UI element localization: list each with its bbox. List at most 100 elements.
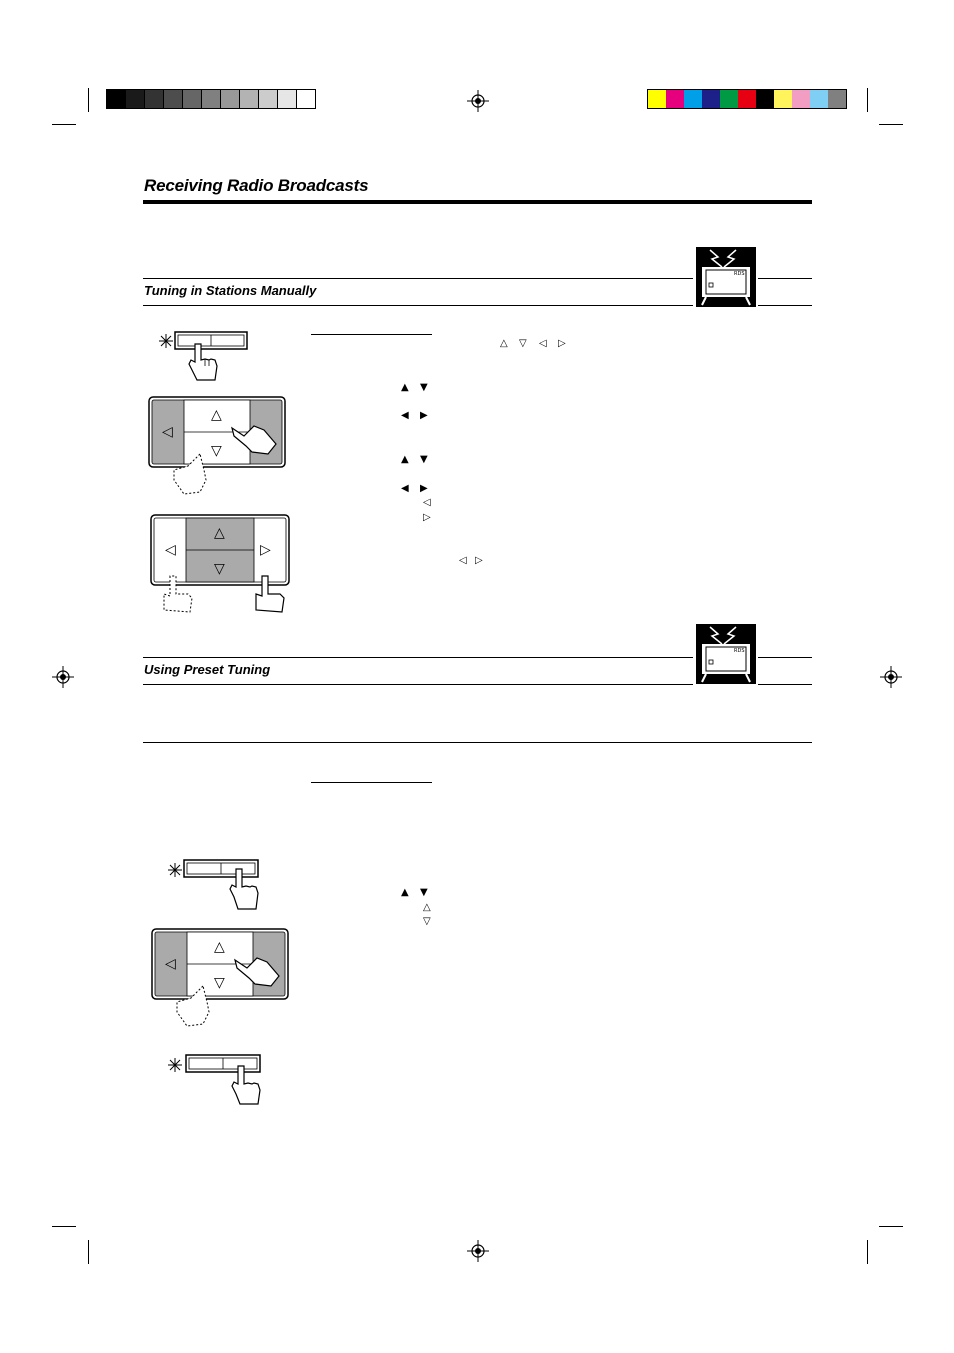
pointing-hand-icon bbox=[176, 985, 210, 1027]
section-rule-bottom bbox=[143, 305, 693, 306]
color-swatch bbox=[648, 90, 666, 108]
right-arrow-icon: ▷ bbox=[423, 512, 431, 523]
left-arrow-icon: ◀ bbox=[401, 483, 409, 494]
svg-text:RDS: RDS bbox=[734, 271, 745, 277]
crop-mark-tl-v bbox=[88, 88, 89, 112]
remote-display-icon: RDS bbox=[696, 247, 756, 307]
title-rule bbox=[143, 200, 812, 204]
remote-display-icon: RDS bbox=[696, 624, 756, 684]
gray-swatch bbox=[144, 90, 163, 108]
left-arrow-icon: ◁ bbox=[459, 555, 467, 566]
section-heading-preset-tuning: Using Preset Tuning bbox=[144, 662, 271, 677]
right-arrow-icon: ▷ bbox=[475, 555, 483, 566]
color-swatch bbox=[684, 90, 702, 108]
crop-mark-bl-h bbox=[52, 1226, 76, 1227]
crop-mark-tr-v bbox=[867, 88, 868, 112]
svg-text:▽: ▽ bbox=[211, 443, 222, 459]
left-arrow-icon: ◁ bbox=[539, 338, 547, 349]
gray-swatch bbox=[125, 90, 144, 108]
multi-control-pad-illustration: △ ▽ ◁ ▷ bbox=[150, 514, 290, 613]
svg-text:◁: ◁ bbox=[165, 956, 176, 972]
pointing-hand-icon bbox=[163, 575, 193, 613]
down-arrow-icon: ▼ bbox=[420, 382, 428, 393]
step-rule bbox=[311, 782, 432, 783]
color-swatch bbox=[666, 90, 684, 108]
memory-button-illustration bbox=[168, 859, 259, 910]
page-title: Receiving Radio Broadcasts bbox=[144, 176, 369, 195]
crop-mark-br-v bbox=[867, 1240, 868, 1264]
gray-swatch bbox=[258, 90, 277, 108]
pointing-hand-icon bbox=[255, 575, 285, 613]
sparkle-icon bbox=[168, 1058, 182, 1072]
color-swatch bbox=[720, 90, 738, 108]
svg-text:▷: ▷ bbox=[260, 542, 271, 558]
gray-swatch bbox=[201, 90, 220, 108]
sparkle-icon bbox=[168, 863, 182, 877]
pointing-hand-icon bbox=[231, 1065, 261, 1105]
gray-swatch bbox=[239, 90, 258, 108]
up-arrow-icon: △ bbox=[500, 338, 508, 349]
right-arrow-icon: ▶ bbox=[420, 483, 428, 494]
color-swatch bbox=[792, 90, 810, 108]
svg-text:△: △ bbox=[214, 525, 225, 541]
sparkle-icon bbox=[159, 334, 173, 348]
up-arrow-icon: ▲ bbox=[401, 887, 409, 898]
gray-swatch bbox=[107, 90, 125, 108]
pointing-hand-icon bbox=[231, 425, 277, 455]
memory-button-illustration bbox=[168, 1054, 261, 1105]
section-rule-bottom-right bbox=[758, 305, 812, 306]
registration-mark-icon bbox=[467, 1240, 489, 1262]
registration-mark-icon bbox=[52, 666, 74, 688]
color-swatch bbox=[828, 90, 846, 108]
section-rule-top-right bbox=[758, 657, 812, 658]
down-arrow-icon: ▽ bbox=[423, 916, 431, 927]
left-arrow-icon: ◁ bbox=[423, 497, 431, 508]
svg-text:△: △ bbox=[211, 407, 222, 423]
left-arrow-icon: ◀ bbox=[401, 410, 409, 421]
crop-mark-tl-h bbox=[52, 124, 76, 125]
pointing-hand-icon bbox=[229, 868, 259, 910]
registration-mark-icon bbox=[880, 666, 902, 688]
up-arrow-icon: △ bbox=[423, 902, 431, 913]
section-rule-bottom bbox=[143, 684, 693, 685]
svg-text:RDS: RDS bbox=[734, 648, 745, 654]
svg-text:▽: ▽ bbox=[214, 561, 225, 577]
right-arrow-icon: ▶ bbox=[420, 410, 428, 421]
divider-rule bbox=[143, 742, 812, 743]
pointing-hand-icon bbox=[173, 453, 207, 495]
down-arrow-icon: ▼ bbox=[420, 887, 428, 898]
color-swatch bbox=[738, 90, 756, 108]
section-rule-bottom-right bbox=[758, 684, 812, 685]
svg-text:▽: ▽ bbox=[214, 975, 225, 991]
color-swatch bbox=[702, 90, 720, 108]
color-calibration-strip bbox=[647, 89, 847, 109]
section-heading-manual-tuning: Tuning in Stations Manually bbox=[144, 283, 317, 298]
gray-swatch bbox=[182, 90, 201, 108]
up-arrow-icon: ▲ bbox=[401, 454, 409, 465]
gray-swatch bbox=[220, 90, 239, 108]
section-rule-top bbox=[143, 657, 693, 658]
crop-mark-tr-h bbox=[879, 124, 903, 125]
crop-mark-bl-v bbox=[88, 1240, 89, 1264]
pointing-hand-icon bbox=[234, 957, 280, 987]
band-button-illustration bbox=[159, 331, 248, 381]
right-arrow-icon: ▷ bbox=[558, 338, 566, 349]
color-swatch bbox=[774, 90, 792, 108]
down-arrow-icon: ▽ bbox=[519, 338, 527, 349]
svg-text:◁: ◁ bbox=[162, 424, 173, 440]
color-swatch bbox=[810, 90, 828, 108]
down-arrow-icon: ▼ bbox=[420, 454, 428, 465]
multi-control-pad-illustration: △ ▽ ◁ bbox=[151, 928, 289, 1027]
registration-mark-icon bbox=[467, 90, 489, 112]
section-rule-top bbox=[143, 278, 693, 279]
gray-swatch bbox=[277, 90, 296, 108]
gray-swatch bbox=[163, 90, 182, 108]
gray-swatch bbox=[296, 90, 315, 108]
color-swatch bbox=[756, 90, 774, 108]
up-arrow-icon: ▲ bbox=[401, 382, 409, 393]
pointing-hand-icon bbox=[188, 343, 218, 381]
grayscale-calibration-strip bbox=[106, 89, 316, 109]
multi-control-pad-illustration: △ ▽ ◁ bbox=[148, 396, 286, 495]
svg-text:◁: ◁ bbox=[165, 542, 176, 558]
crop-mark-br-h bbox=[879, 1226, 903, 1227]
